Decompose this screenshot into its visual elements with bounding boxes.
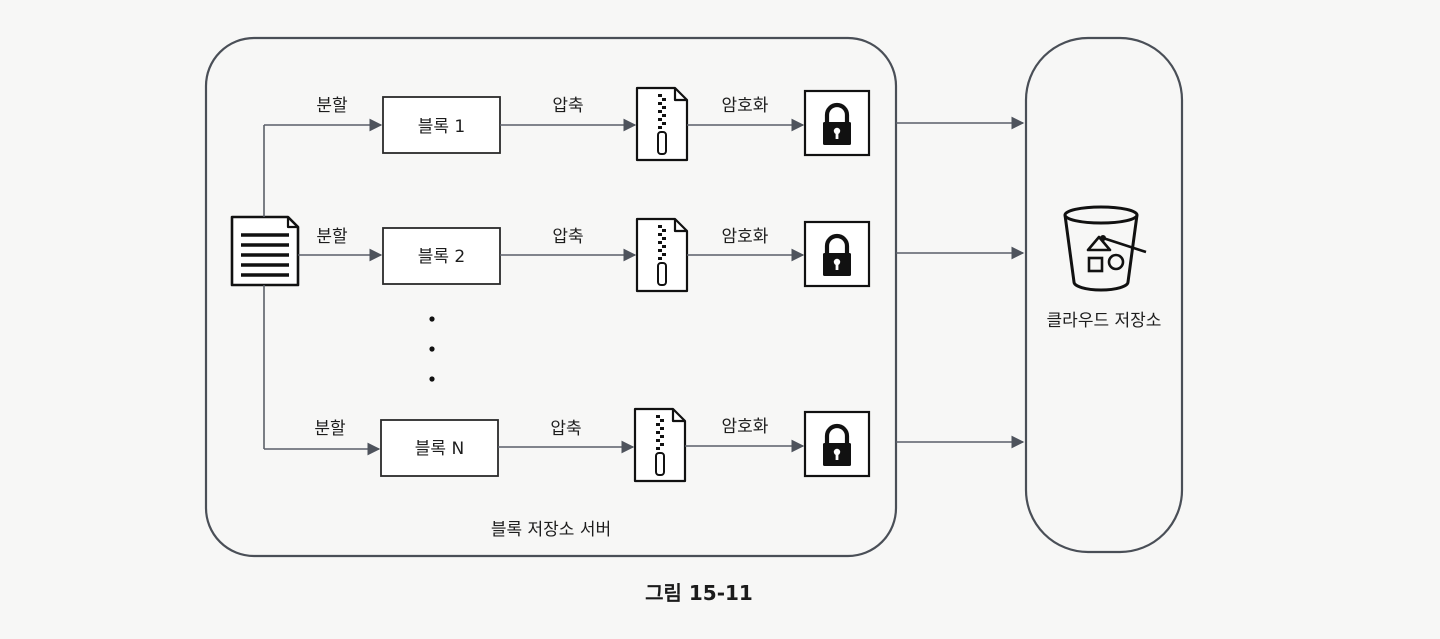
zip-file-icon (633, 407, 687, 483)
block-box (380, 419, 499, 477)
split-label: 분할 (314, 419, 346, 439)
zip-file-icon (635, 217, 689, 293)
block-label: 블록 1 (418, 117, 466, 137)
split-label: 분할 (316, 96, 348, 116)
lock-icon (805, 412, 869, 476)
block-label: 블록 2 (418, 247, 466, 267)
block-box (382, 96, 501, 154)
lock-icon (805, 91, 869, 155)
cloud-storage-label: 클라우드 저장소 (1047, 311, 1162, 331)
pipeline-row-n: 분할 블록 N 압축 암호화 (264, 407, 1025, 483)
cloud-storage-frame (1024, 36, 1184, 554)
compress-label: 압축 (552, 96, 583, 116)
compress-label: 압축 (552, 227, 583, 247)
encrypt-label: 암호화 (722, 417, 769, 437)
pipeline-row-1: 분할 블록 1 압축 암호화 (264, 86, 1025, 162)
encrypt-label: 암호화 (722, 96, 769, 116)
document-icon (230, 215, 300, 287)
zip-file-icon (635, 86, 689, 162)
block-label: 블록 N (415, 439, 464, 459)
pipeline-row-2: 분할 블록 2 압축 암호화 (298, 217, 1025, 293)
ellipsis (429, 316, 435, 382)
figure-caption: 그림 15-11 (645, 581, 753, 605)
encrypt-label: 암호화 (722, 227, 769, 247)
lock-icon (805, 222, 869, 286)
block-box (382, 227, 501, 285)
split-label: 분할 (316, 227, 348, 247)
compress-label: 압축 (550, 419, 581, 439)
server-label: 블록 저장소 서버 (491, 520, 611, 540)
bucket-icon (1063, 205, 1147, 292)
block-storage-server-frame (204, 36, 898, 558)
